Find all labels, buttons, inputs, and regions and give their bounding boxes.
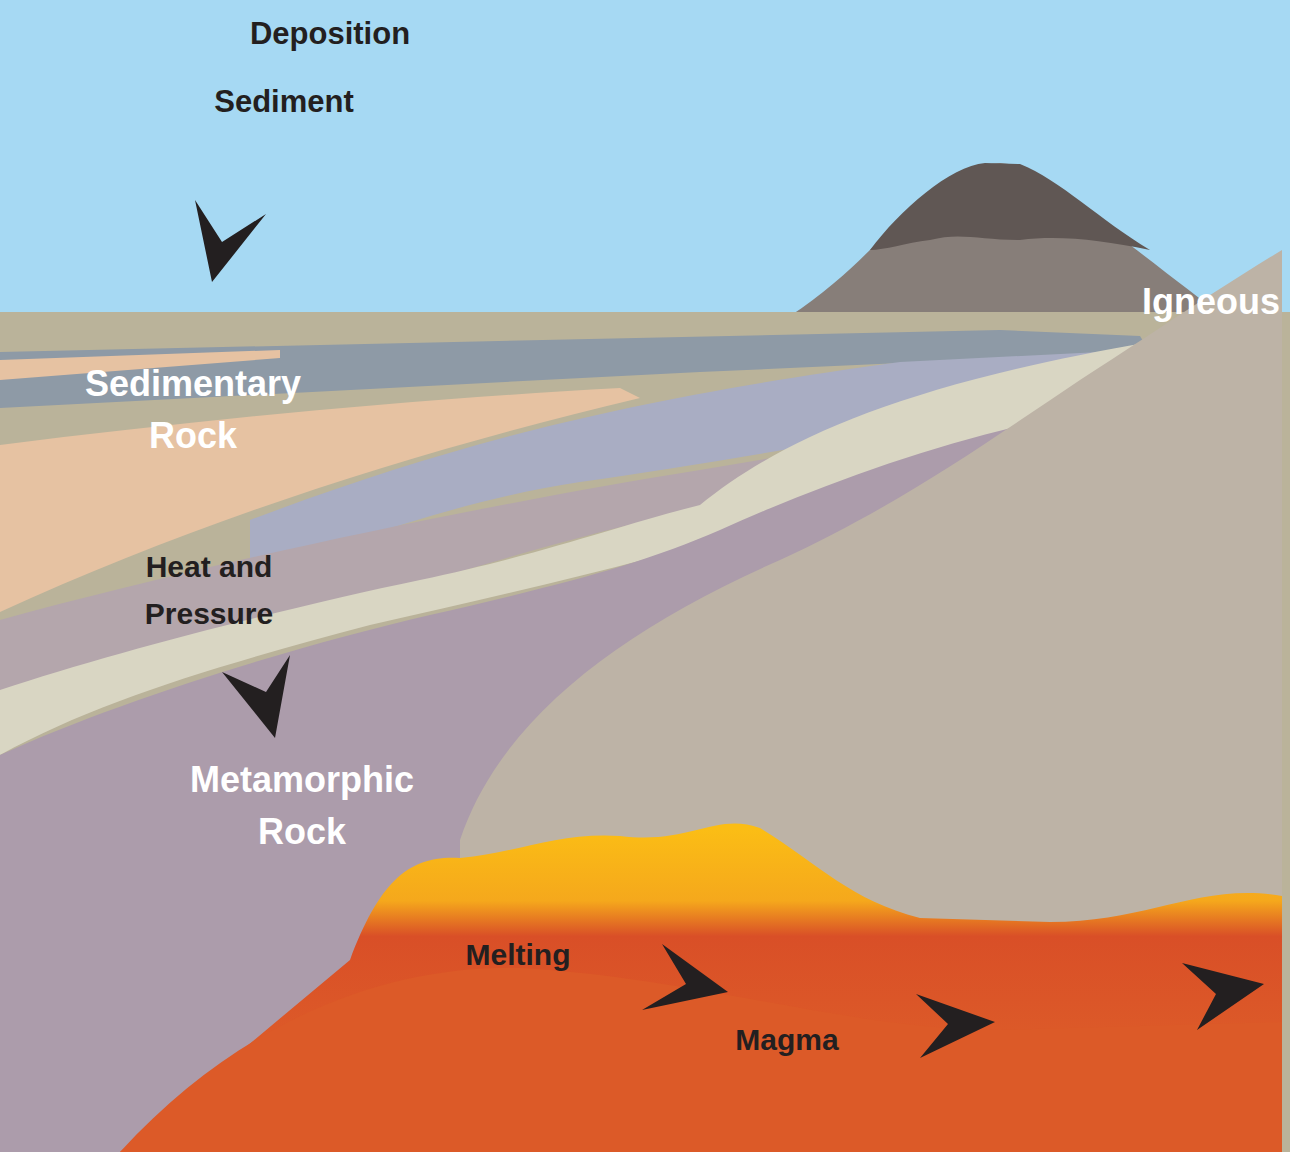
sky <box>0 0 1290 316</box>
process-label: Sediment <box>134 82 434 122</box>
arrow-chevron <box>642 944 728 1010</box>
process-label: Melting <box>418 935 618 975</box>
arrow-chevron <box>1182 963 1264 1030</box>
process-label: Magma <box>687 1020 887 1060</box>
rock-label: Metamorphic Rock <box>157 754 447 858</box>
volcano-peak <box>870 163 1150 250</box>
rock-label: Igneous <box>1080 280 1280 324</box>
arrow-chevron <box>195 200 266 282</box>
rock-label: Sedimentary Rock <box>58 358 328 462</box>
process-label: Deposition <box>180 14 480 54</box>
magma-chamber <box>120 824 1282 1152</box>
arrow-chevron <box>222 655 290 738</box>
process-label: Heat and Pressure <box>104 543 314 637</box>
arrow-chevron <box>916 994 995 1058</box>
